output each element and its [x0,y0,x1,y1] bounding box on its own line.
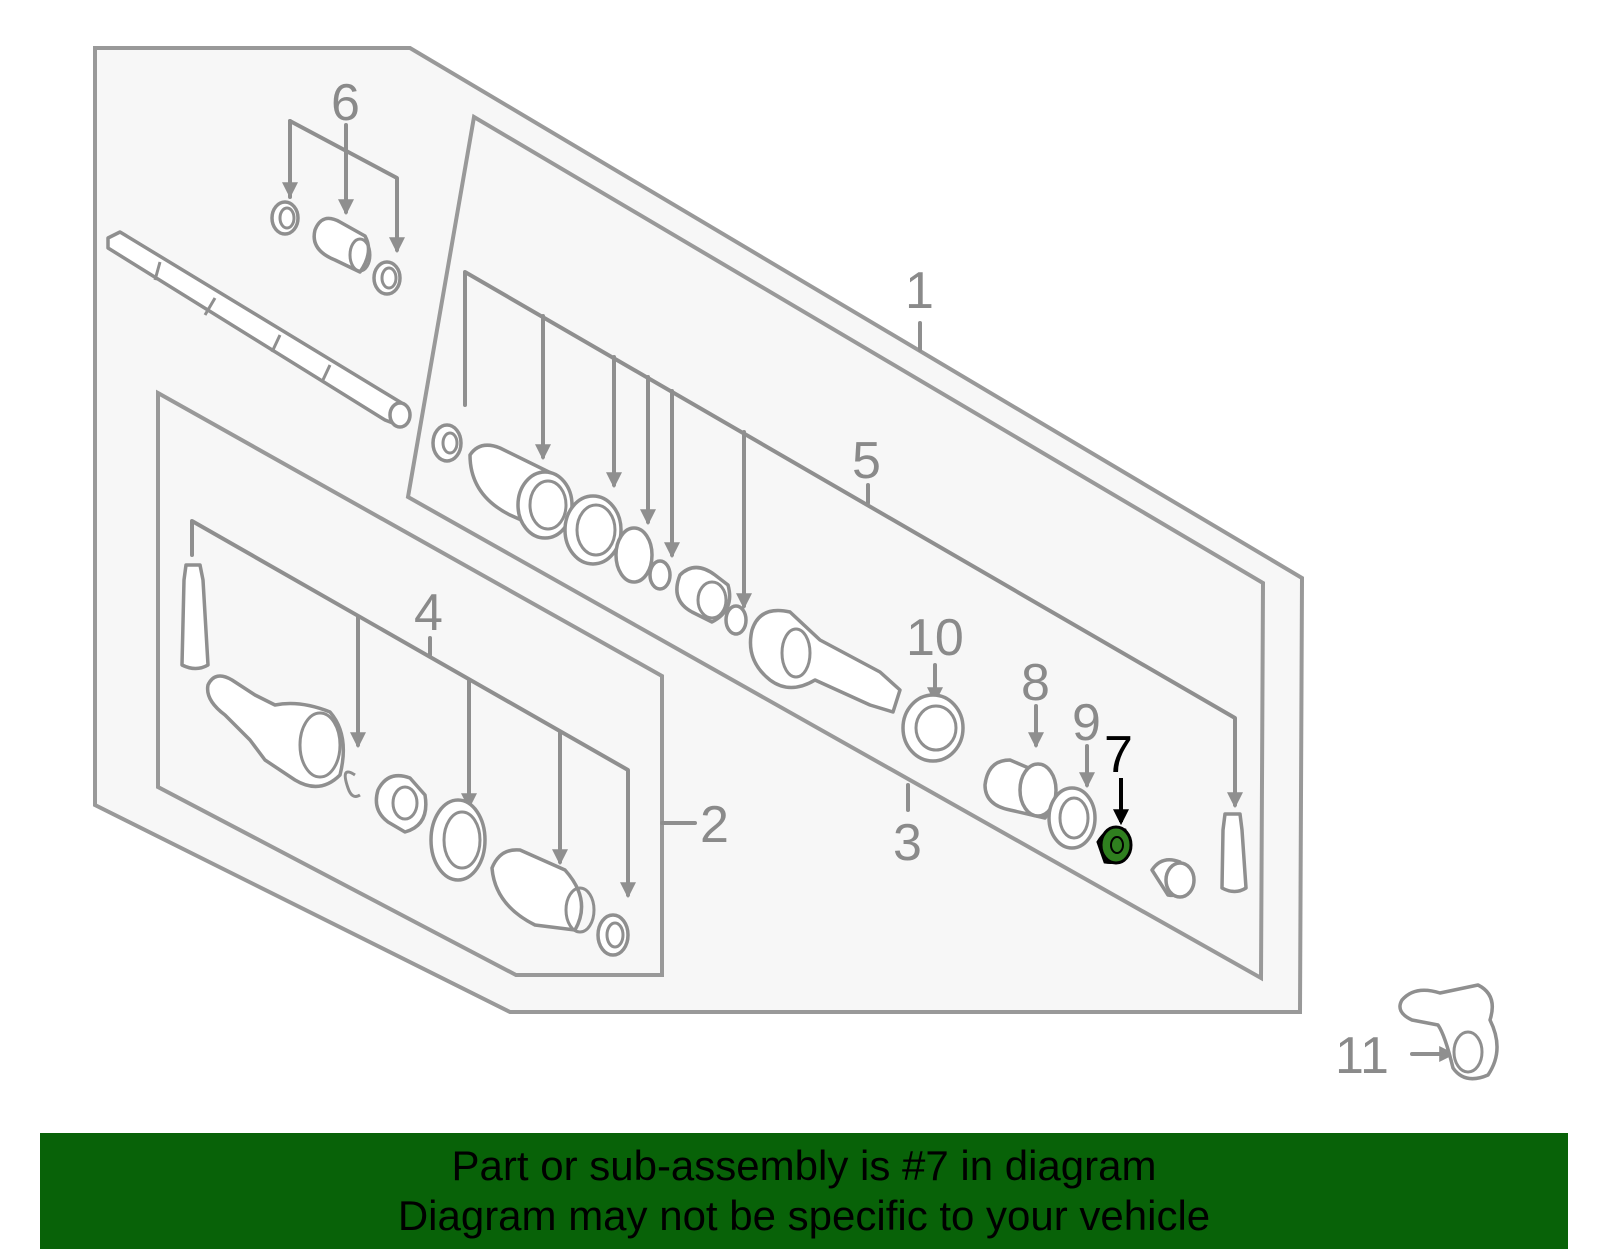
info-banner: Part or sub-assembly is #7 in diagram Di… [40,1133,1568,1249]
part-9 [1047,744,1097,850]
callout-8: 8 [1021,654,1050,712]
group-6-bracket [282,119,405,254]
part-7-highlighted[interactable] [1096,778,1133,865]
callout-4: 4 [414,584,443,642]
callout-7: 7 [1104,726,1133,784]
banner-line-1: Part or sub-assembly is #7 in diagram [451,1142,1157,1189]
grease-tube-right [1220,812,1248,894]
part-11 [1398,983,1499,1081]
assembly-2-panel [156,389,664,977]
callout-2: 2 [700,796,729,854]
callout-10: 10 [906,609,964,667]
callout-11: 11 [1335,1027,1389,1085]
inner-shaft [106,230,412,429]
callout-9: 9 [1072,694,1101,752]
group-6-parts [270,200,402,296]
part-10 [901,663,965,763]
assembly-5-panel [405,113,1266,982]
callout-6: 6 [331,74,360,132]
group-5-parts [431,423,902,714]
hub-nut [1150,858,1196,899]
part-8 [983,704,1058,820]
callout-5: 5 [852,432,881,490]
callout-3: 3 [893,814,922,872]
assembly-1-panel [93,46,1305,1014]
group-5-bracket [463,270,1243,809]
group-2-parts [180,563,630,957]
banner-line-2: Diagram may not be specific to your vehi… [397,1192,1211,1239]
group-4-bracket [190,519,636,899]
callout-1: 1 [905,262,934,320]
